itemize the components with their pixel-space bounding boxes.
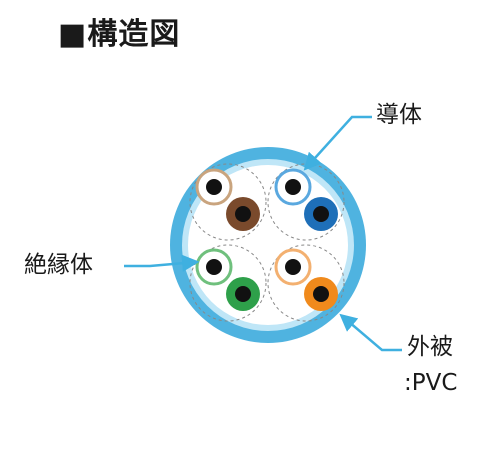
wire-brown: [226, 197, 260, 231]
insulator-leader-arrow: [124, 254, 200, 272]
page-title: ■構造図: [58, 17, 181, 52]
wire-white-1: [195, 168, 233, 206]
pair-outline-bottom-right: [267, 244, 345, 322]
insulator-label: 絶縁体: [24, 252, 93, 278]
pair-outline-top-left: [189, 163, 267, 241]
conductor-label: 導体: [376, 102, 422, 128]
sheath-material-label: :PVC: [404, 370, 458, 396]
wire-white-3: [195, 248, 233, 286]
wire-orange: [304, 277, 338, 311]
pair-outline-bottom-left: [189, 244, 267, 322]
conductor-leader-arrow: [303, 115, 372, 171]
wire-blue: [304, 197, 338, 231]
pair-outline-top-right: [267, 163, 345, 241]
sheath-label: 外被: [407, 334, 453, 360]
sheath-leader-arrow: [339, 313, 402, 352]
wire-white-2: [274, 168, 312, 206]
wire-white-4: [274, 248, 312, 286]
wire-green: [226, 277, 260, 311]
